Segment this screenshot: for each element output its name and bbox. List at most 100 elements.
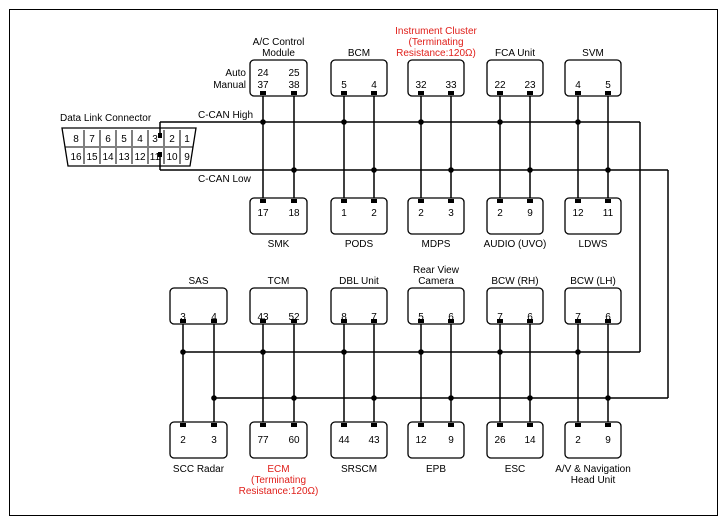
module-title: BCW (RH)	[491, 276, 538, 287]
connector-pin	[605, 319, 611, 323]
dlc-pin: 11	[150, 152, 161, 163]
junction-dot	[260, 349, 266, 355]
connector-pin	[418, 319, 424, 323]
module-title: DBL Unit	[339, 276, 379, 287]
connector-pin	[291, 319, 297, 323]
junction-dot	[341, 119, 347, 125]
connector-pin	[260, 199, 266, 203]
module-title: LDWS	[579, 239, 608, 250]
module-title: ECM	[267, 464, 289, 475]
module-title: Rear View	[413, 265, 460, 276]
pin-number: 2	[371, 208, 377, 219]
dlc-pin: 4	[137, 134, 143, 145]
connector-pin	[497, 199, 503, 203]
module-box	[486, 59, 544, 97]
pin-number: 43	[257, 312, 269, 323]
connector-pin	[371, 91, 377, 95]
pin-number: 9	[448, 435, 454, 446]
dlc-pin-marker	[158, 133, 162, 138]
module-box	[407, 197, 465, 235]
pin-number: 7	[497, 312, 503, 323]
pin-number: 4	[211, 312, 217, 323]
junction-dot	[291, 167, 297, 173]
dlc-pin: 9	[184, 152, 190, 163]
module-box	[330, 59, 388, 97]
junction-dot	[527, 395, 533, 401]
connector-pin	[180, 319, 186, 323]
junction-dot	[497, 349, 503, 355]
pin-number: 4	[371, 80, 377, 91]
module-box	[407, 421, 465, 459]
pin-number: 14	[524, 435, 536, 446]
can-low-label: C-CAN Low	[198, 174, 252, 185]
pin-number: 5	[341, 80, 347, 91]
module-title: (Terminating	[408, 37, 463, 48]
module-box	[249, 197, 308, 235]
connector-pin	[575, 199, 581, 203]
module-title: SMK	[268, 239, 290, 250]
dlc-pin: 15	[86, 152, 98, 163]
connector-pin	[497, 319, 503, 323]
module-cluster: Instrument Cluster(TerminatingResistance…	[395, 26, 478, 97]
connector-pin	[448, 91, 454, 95]
module-title: Resistance:120Ω)	[396, 48, 476, 59]
connector-pin	[180, 423, 186, 427]
connector-pin	[211, 423, 217, 427]
module-title: EPB	[426, 464, 446, 475]
connector-pin	[448, 319, 454, 323]
connector-pin	[260, 423, 266, 427]
connector-pin	[575, 319, 581, 323]
module-box	[564, 59, 622, 97]
connector-pin	[527, 91, 533, 95]
connector-pin	[575, 423, 581, 427]
pin-number: 12	[572, 208, 584, 219]
pin-variant-label: Manual	[213, 80, 246, 91]
module-box	[169, 287, 228, 325]
junction-dot	[371, 167, 377, 173]
pin-number: 18	[288, 208, 300, 219]
junction-dot	[497, 119, 503, 125]
module-box	[249, 59, 308, 97]
diagram-frame	[9, 9, 718, 516]
connector-pin	[341, 199, 347, 203]
module-title: AUDIO (UVO)	[484, 239, 547, 250]
pin-number: 3	[448, 208, 454, 219]
module-box	[169, 421, 228, 459]
pin-variant-label: Auto	[225, 68, 246, 79]
connector-pin	[291, 199, 297, 203]
connector-pin	[418, 423, 424, 427]
connector-pin	[260, 91, 266, 95]
pin-number: 32	[415, 80, 427, 91]
pin-number: 38	[288, 80, 300, 91]
pin-number: 2	[575, 435, 581, 446]
module-box	[330, 197, 388, 235]
connector-pin	[448, 199, 454, 203]
module-box	[486, 421, 544, 459]
pin-number: 37	[257, 80, 269, 91]
pin-number: 12	[415, 435, 427, 446]
pin-number: 4	[575, 80, 581, 91]
junction-dot	[418, 119, 424, 125]
junction-dot	[291, 395, 297, 401]
module-box	[407, 59, 465, 97]
pin-number: 7	[575, 312, 581, 323]
pin-number: 44	[338, 435, 350, 446]
junction-dot	[605, 167, 611, 173]
module-title: SAS	[188, 276, 208, 287]
pin-number: 2	[497, 208, 503, 219]
connector-pin	[605, 423, 611, 427]
module-box	[564, 197, 622, 235]
module-title: SVM	[582, 48, 604, 59]
pin-number: 33	[445, 80, 457, 91]
module-title: (Terminating	[251, 475, 306, 486]
junction-dot	[575, 119, 581, 125]
junction-dot	[527, 167, 533, 173]
